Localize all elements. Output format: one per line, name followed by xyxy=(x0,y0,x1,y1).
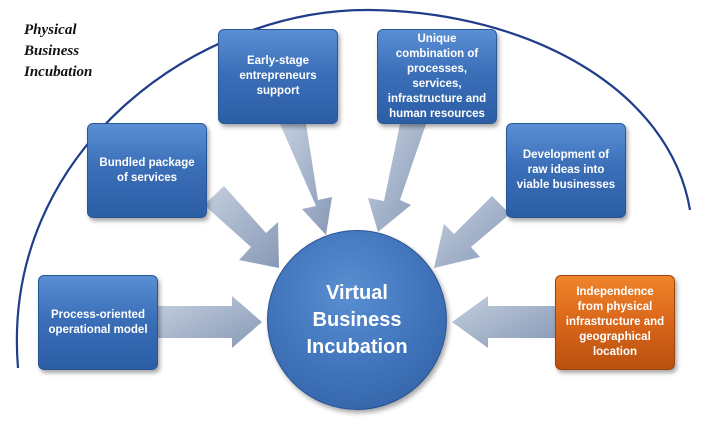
arrow-from-unique-combination xyxy=(368,124,426,232)
arrow-from-early-stage xyxy=(280,124,332,235)
early-stage-box: Early-stage entrepreneurs support xyxy=(218,29,338,124)
arrow-from-independence xyxy=(452,296,556,348)
independence-box: Independence from physical infrastructur… xyxy=(555,275,675,370)
arrow-from-process-oriented xyxy=(158,296,262,348)
arrow-from-development xyxy=(434,196,510,268)
bundled-package-box: Bundled package of services xyxy=(87,123,207,218)
development-box: Development of raw ideas into viable bus… xyxy=(506,123,626,218)
process-oriented-box: Process-oriented operational model xyxy=(38,275,158,370)
unique-combination-box: Unique combination of processes, service… xyxy=(377,29,497,124)
outer-arc xyxy=(15,8,692,369)
virtual-business-incubation-circle: Virtual Business Incubation xyxy=(267,230,447,410)
arrow-from-bundled-package xyxy=(204,186,279,268)
physical-business-incubation-title: Physical Business Incubation xyxy=(24,22,93,80)
